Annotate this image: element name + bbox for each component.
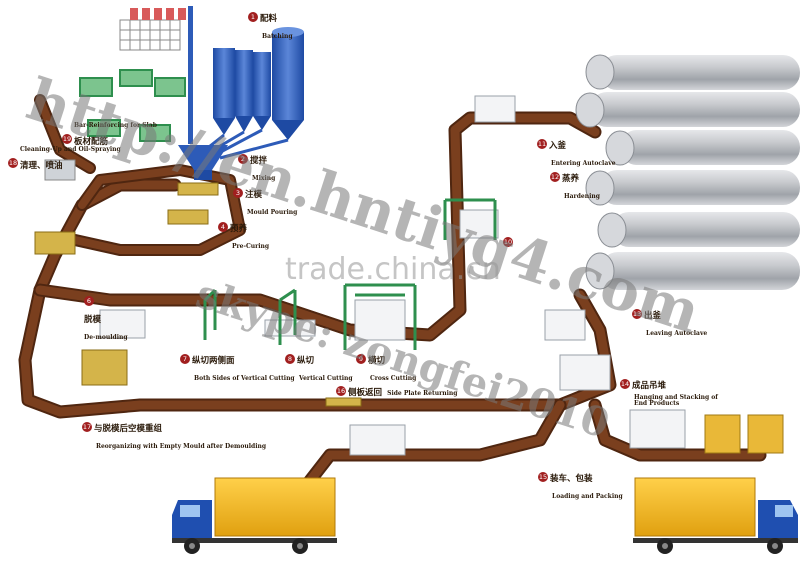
batching-silos	[188, 6, 304, 160]
reinforcing-racks	[79, 69, 186, 142]
step-name-zh: 装车、包装	[550, 474, 593, 484]
step-number-badge: 3	[233, 187, 243, 198]
step-number-badge: 7	[180, 353, 190, 364]
step-number-badge: 9	[356, 353, 366, 364]
step-name-en: Side Plate Returning	[387, 390, 458, 397]
step-name-en: Hardening	[564, 192, 600, 200]
step-number-badge: 4	[218, 221, 228, 232]
stacked-products	[704, 414, 784, 454]
step-number-badge: 19	[62, 134, 72, 145]
step-name-en: Mixing	[252, 174, 276, 182]
step-name-zh: 成品吊堆	[632, 381, 667, 391]
step-name-en: Pre-Curing	[232, 242, 270, 250]
step-number-badge: 10	[503, 236, 513, 247]
cross-cut-blocks	[354, 299, 406, 341]
step-name-en: Vertical Cutting	[299, 374, 353, 382]
step-name-zh: 入釜	[549, 141, 567, 151]
step-name-en: Cross Cutting	[370, 374, 417, 382]
step-name-zh: 配料	[260, 14, 278, 24]
step-label-10: 10	[503, 233, 515, 250]
step-name-zh: 纵切两侧面	[192, 356, 235, 366]
step-name-en: Both Sides of Vertical Cutting	[194, 374, 295, 382]
step-name-zh: 横切	[368, 356, 386, 366]
cake-blocks	[99, 95, 686, 456]
step-number-badge: 17	[82, 421, 92, 432]
step-number-badge: 12	[550, 171, 560, 182]
step-name-en: De-moulding	[84, 333, 128, 341]
moulds	[34, 159, 362, 407]
step-name-en: Reorganizing with Empty Mould after Demo…	[96, 442, 267, 450]
truck-left	[172, 477, 337, 554]
truck-right	[633, 477, 798, 554]
autoclaves	[575, 54, 800, 290]
step-name-zh: 侧板返回	[348, 388, 383, 398]
step-number-badge: 14	[620, 378, 630, 389]
step-name-zh: 搅拌	[250, 156, 268, 166]
step-label-6: 6 脱模 De-moulding	[84, 292, 128, 342]
step-name-zh: 预养	[230, 224, 248, 234]
step-name-zh: 纵切	[297, 356, 315, 366]
batch-hoppers	[130, 8, 186, 20]
step-name-en: Batching	[262, 32, 293, 40]
step-name-zh: 与脱模后空模重组	[94, 424, 163, 434]
mixer	[178, 145, 228, 180]
step-name-en: Cleaning-Up and Oil-Spraying	[20, 146, 121, 153]
step-name-zh: 注模	[245, 190, 263, 200]
step-name-zh: 蒸养	[562, 174, 580, 184]
step-number-badge: 15	[538, 471, 548, 482]
step-name-en: Loading and Packing	[552, 492, 623, 500]
step-name-en: Bar-Reinforcing for Slab	[74, 122, 157, 129]
step-name-en: Entering Autoclave	[551, 159, 616, 167]
step-number-badge: 16	[336, 385, 346, 396]
cutting-frames	[203, 198, 497, 350]
step-number-badge: 2	[238, 153, 248, 164]
step-name-en: Leaving Autoclave	[646, 329, 708, 337]
step-name-en: Hanging and Stacking of End Products	[634, 393, 718, 407]
step-number-badge: 11	[537, 138, 547, 149]
step-number-badge: 6	[84, 295, 94, 306]
step-number-badge: 18	[8, 158, 18, 169]
step-name-zh: 脱模	[84, 314, 102, 325]
step-name-en: Mould Pouring	[247, 208, 298, 216]
step-name-zh: 出釜	[644, 311, 662, 321]
step-name-zh: 清理、喷油	[20, 160, 63, 171]
step-number-badge: 1	[248, 11, 258, 22]
step-name-zh: 板材配筋	[74, 136, 109, 147]
mesh-frames	[119, 19, 181, 51]
step-number-badge: 13	[632, 308, 642, 319]
step-number-badge: 8	[285, 353, 295, 364]
